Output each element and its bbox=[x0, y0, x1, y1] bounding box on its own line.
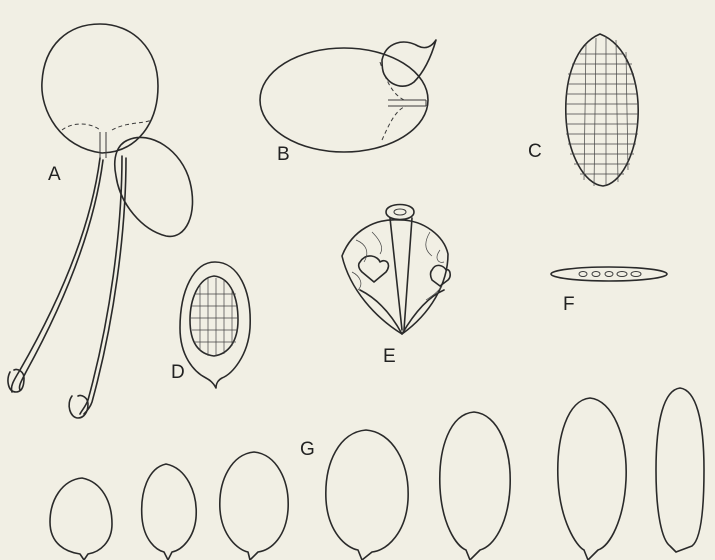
label-b: B bbox=[277, 144, 290, 165]
figure-c bbox=[566, 34, 638, 186]
label-g: G bbox=[300, 439, 315, 460]
figure-b bbox=[260, 40, 436, 152]
figure-f bbox=[551, 267, 667, 281]
figure-g bbox=[50, 388, 704, 560]
figure-a bbox=[8, 24, 193, 418]
label-f: F bbox=[563, 294, 575, 315]
figure-d bbox=[180, 262, 250, 388]
label-d: D bbox=[171, 362, 185, 383]
label-a: A bbox=[48, 164, 61, 185]
figure-e bbox=[342, 205, 450, 335]
label-c: C bbox=[528, 141, 542, 162]
label-e: E bbox=[383, 346, 396, 367]
